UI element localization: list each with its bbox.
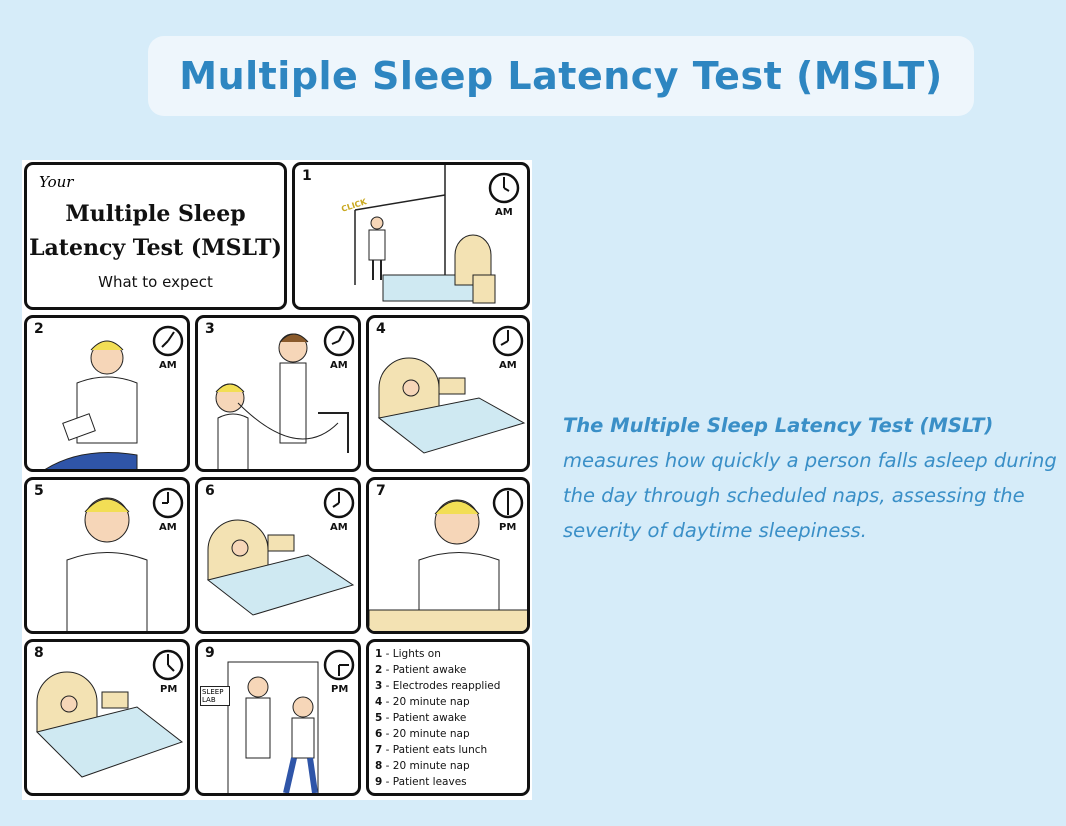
panel-number: 6 [205, 483, 215, 499]
time-label: PM [331, 684, 349, 695]
panel-number: 5 [34, 483, 44, 499]
time-label: AM [495, 207, 513, 218]
legend-item: 5 - Patient awake [375, 712, 467, 724]
time-label: AM [159, 522, 177, 533]
electrodes-illustration [215, 333, 349, 469]
patient-leaving-illustration [227, 661, 319, 793]
intro-title-line2: Latency Test (MSLT) [29, 235, 282, 261]
bedroom-lights-illustration [354, 165, 496, 304]
nap-bed-illustration [377, 357, 526, 454]
time-label: AM [330, 522, 348, 533]
time-label: AM [330, 360, 348, 371]
panel-8: 8 PM [24, 639, 190, 796]
time-label: AM [499, 360, 517, 371]
patient-lunch-illustration [369, 499, 527, 631]
clock-icon [152, 487, 184, 519]
patient-reading-illustration [44, 340, 138, 469]
panel-4: 4 AM [366, 315, 530, 472]
legend-item: 6 - 20 minute nap [375, 728, 470, 740]
legend-item: 7 - Patient eats lunch [375, 744, 488, 756]
panel-number: 2 [34, 321, 44, 337]
panel-2: 2 AM [24, 315, 190, 472]
panel-1: 1 CLICK AM [292, 162, 530, 310]
legend-item: 1 - Lights on [375, 648, 441, 660]
panel-3: 3 AM [195, 315, 361, 472]
page-title: Multiple Sleep Latency Test (MSLT) [179, 54, 943, 98]
patient-awake-illustration [66, 497, 148, 631]
time-label: PM [160, 684, 178, 695]
description-lead: The Multiple Sleep Latency Test (MSLT) [563, 414, 994, 437]
clock-icon [492, 487, 524, 519]
nap-bed-illustration [36, 671, 184, 778]
intro-subtitle: What to expect [98, 273, 213, 291]
panel-number: 4 [376, 321, 386, 337]
time-label: PM [499, 522, 517, 533]
legend-item: 3 - Electrodes reapplied [375, 680, 501, 692]
panel-6: 6 AM [195, 477, 361, 634]
clock-icon [152, 325, 184, 357]
clock-icon [152, 649, 184, 681]
panel-9: 9 SLEEP LAB PM [195, 639, 361, 796]
intro-panel: Your Multiple Sleep Latency Test (MSLT) … [24, 162, 287, 310]
clock-icon [323, 325, 355, 357]
legend-item: 9 - Patient leaves [375, 776, 467, 788]
nap-bed-illustration [206, 519, 355, 616]
time-label: AM [159, 360, 177, 371]
legend-panel: 1 - Lights on 2 - Patient awake 3 - Elec… [366, 639, 530, 796]
legend-item: 2 - Patient awake [375, 664, 467, 676]
comic-strip: Your Multiple Sleep Latency Test (MSLT) … [22, 160, 532, 800]
legend-list: 1 - Lights on 2 - Patient awake 3 - Elec… [369, 642, 527, 793]
intro-title-line1: Multiple Sleep [65, 201, 246, 227]
panel-number: 3 [205, 321, 215, 337]
clock-icon [323, 649, 355, 681]
clock-icon [323, 487, 355, 519]
title-banner: Multiple Sleep Latency Test (MSLT) [148, 36, 974, 116]
description-body: measures how quickly a person falls asle… [563, 449, 1057, 542]
panel-number: 8 [34, 645, 44, 661]
intro-title: Multiple Sleep Latency Test (MSLT) [27, 197, 284, 265]
panel-number: 1 [302, 168, 312, 184]
panel-number: 7 [376, 483, 386, 499]
clock-icon [488, 172, 520, 204]
intro-your: Your [39, 173, 74, 191]
panel-number: 9 [205, 645, 215, 661]
sleep-lab-sign: SLEEP LAB [200, 686, 230, 706]
clock-icon [492, 325, 524, 357]
legend-item: 4 - 20 minute nap [375, 696, 470, 708]
panel-5: 5 AM [24, 477, 190, 634]
panel-7: 7 PM [366, 477, 530, 634]
legend-item: 8 - 20 minute nap [375, 760, 470, 772]
description: The Multiple Sleep Latency Test (MSLT) m… [563, 408, 1063, 548]
